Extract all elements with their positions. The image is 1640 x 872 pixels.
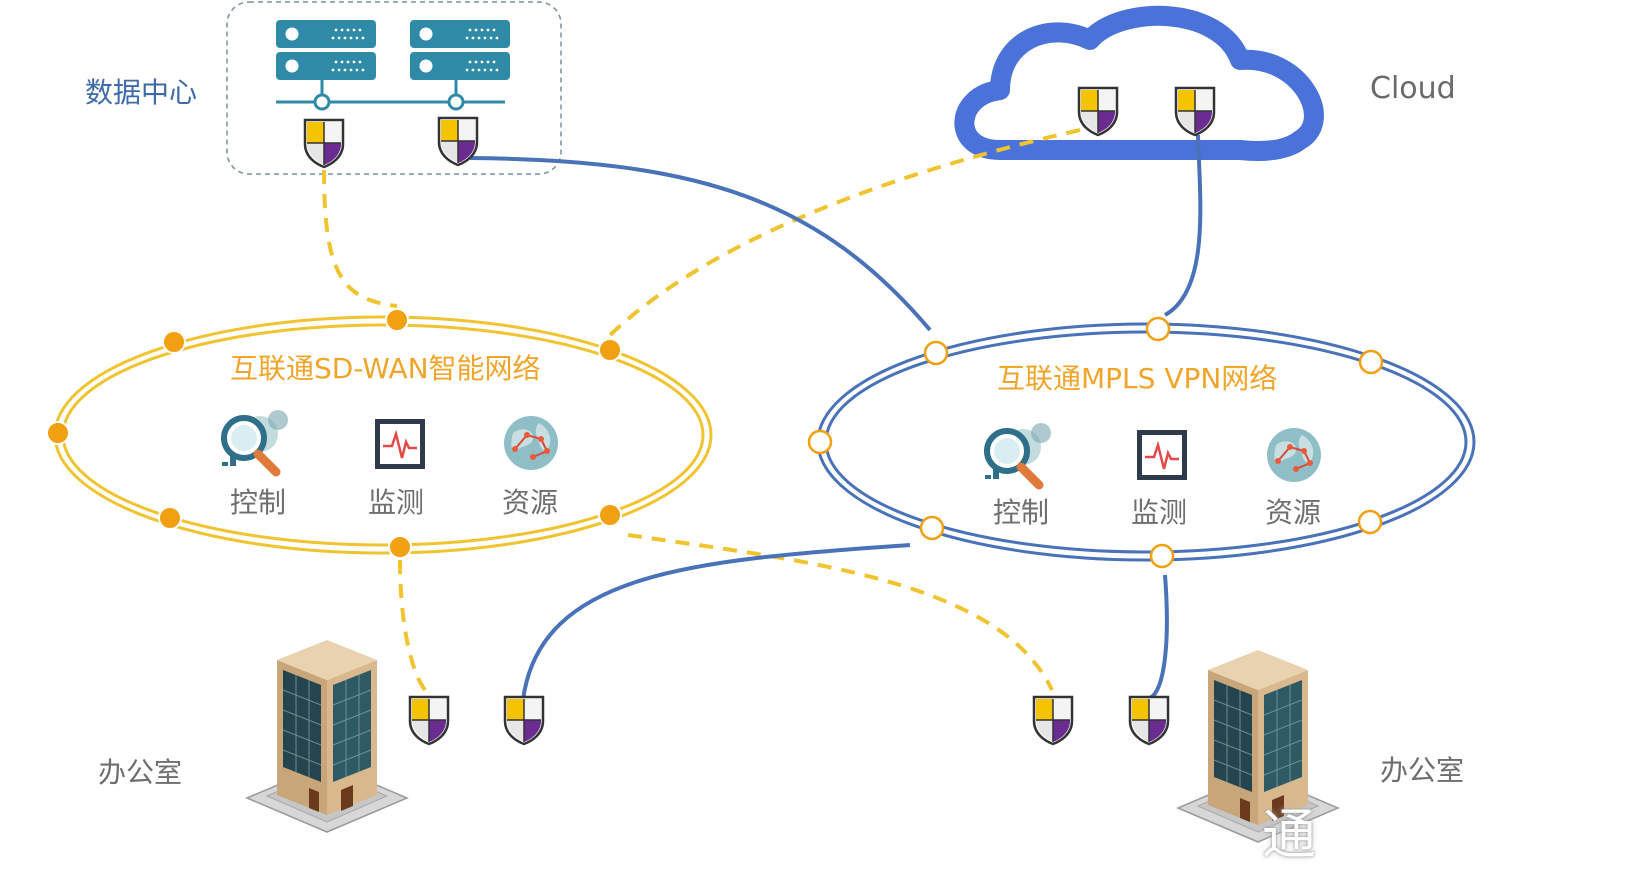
- mpls-item-label: 监测: [1131, 496, 1187, 529]
- cloud-shape: [954, 5, 1324, 161]
- sdwan-node: [388, 535, 412, 559]
- sdwan-to-office-left-dashed: [398, 559, 427, 692]
- sdwan-item-label: 控制: [230, 486, 286, 519]
- mpls-nodes: [807, 316, 1384, 569]
- sdwan-node: [598, 503, 622, 527]
- cloud-label: Cloud: [1370, 71, 1456, 106]
- shield-icon: [1077, 86, 1119, 137]
- mpls-to-office-left-solid: [521, 543, 911, 701]
- sdwan-node: [385, 308, 409, 332]
- cloud-to-mpls-solid: [1163, 134, 1203, 317]
- sdwan-node: [598, 338, 622, 362]
- mpls-node: [1145, 316, 1171, 342]
- datacenter-label: 数据中心: [85, 76, 197, 109]
- server-rack-right: [410, 20, 510, 80]
- sdwan-monitor-icon: [373, 417, 427, 471]
- mpls-item-label: 资源: [1265, 496, 1321, 529]
- sdwan-to-office-right-dashed: [627, 533, 1054, 691]
- mpls-title: 互联通MPLS VPN网络: [997, 362, 1277, 395]
- sdwan-title: 互联通SD-WAN智能网络: [230, 352, 541, 385]
- sdwan-node: [46, 421, 70, 445]
- mpls-node: [1358, 349, 1384, 375]
- connections: [322, 128, 1203, 701]
- sdwan-node: [162, 330, 186, 354]
- mpls-monitor-icon: [1135, 428, 1189, 482]
- office-building-icon: [246, 639, 408, 833]
- server-port-right: [447, 93, 465, 111]
- shield-icon: [1128, 695, 1170, 746]
- sdwan-resource-icon: [503, 415, 559, 471]
- sdwan-item-label: 监测: [368, 486, 424, 519]
- mpls-node: [923, 340, 949, 366]
- sdwan-item-label: 资源: [502, 486, 558, 519]
- datacenter-box: [226, 1, 562, 175]
- shield-icon: [303, 118, 345, 169]
- dc-to-sdwan-dashed: [322, 169, 398, 308]
- mpls-control-icon: [985, 423, 1051, 485]
- mpls-node: [919, 515, 945, 541]
- cloud-to-sdwan-dashed: [608, 128, 1081, 337]
- mpls-node: [1149, 543, 1175, 569]
- sdwan-nodes: [46, 308, 622, 559]
- sdwan-control-icon: [222, 410, 288, 472]
- shield-icon: [1174, 86, 1216, 137]
- shield-icon: [408, 695, 450, 746]
- mpls-node: [1357, 509, 1383, 535]
- server-rack-left: [276, 20, 376, 80]
- shield-icon: [1032, 695, 1074, 746]
- mpls-item-label: 控制: [993, 496, 1049, 529]
- server-bus: [276, 80, 505, 104]
- dc-to-mpls-solid: [469, 156, 932, 332]
- server-port-left: [313, 93, 331, 111]
- mpls-node: [807, 429, 833, 455]
- watermark: 通: [1262, 803, 1316, 866]
- office-left-label: 办公室: [98, 756, 182, 789]
- mpls-to-office-right-solid: [1148, 574, 1169, 700]
- sdwan-node: [158, 506, 182, 530]
- shield-icon: [437, 116, 479, 167]
- mpls-resource-icon: [1266, 427, 1322, 483]
- shield-icon: [503, 695, 545, 746]
- office-right-label: 办公室: [1380, 754, 1464, 787]
